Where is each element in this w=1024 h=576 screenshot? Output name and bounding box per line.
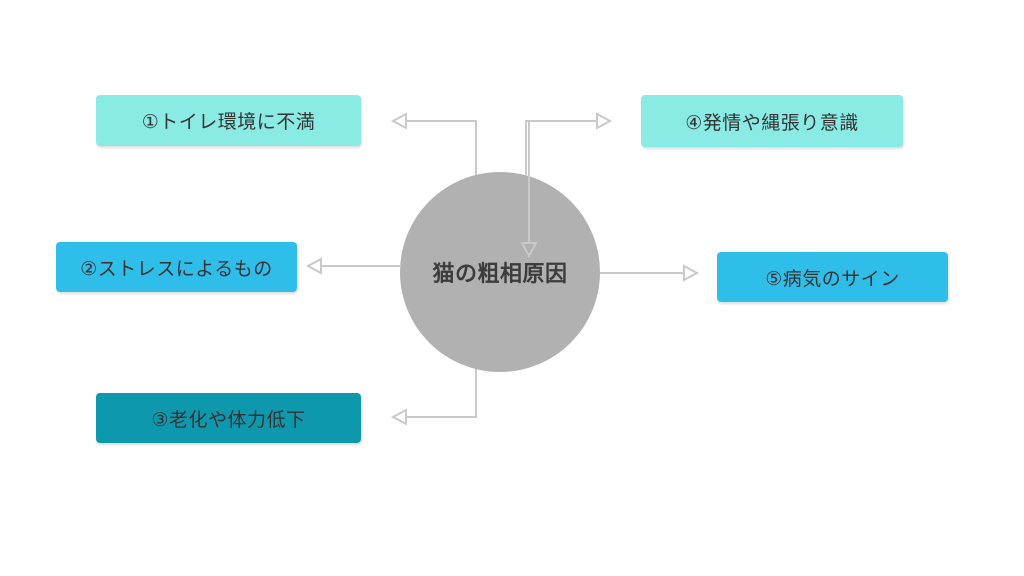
node-aging-weakness: ③老化や体力低下 bbox=[96, 393, 361, 443]
arrow-to-node-3 bbox=[390, 369, 477, 426]
node-illness-sign: ⑤病気のサイン bbox=[717, 252, 948, 302]
arrow-to-node-2 bbox=[305, 257, 401, 275]
node-label: ④発情や縄張り意識 bbox=[685, 112, 859, 134]
center-topic-label: 猫の粗相原因 bbox=[432, 261, 568, 286]
node-label: ①トイレ環境に不満 bbox=[141, 112, 316, 133]
node-estrus-territory: ④発情や縄張り意識 bbox=[641, 95, 903, 147]
node-label: ③老化や体力低下 bbox=[151, 409, 306, 431]
node-stress: ②ストレスによるもの bbox=[56, 242, 297, 292]
arrow-to-node-4 bbox=[525, 112, 613, 176]
center-topic-node: 猫の粗相原因 bbox=[400, 172, 600, 372]
node-toilet-complaint: ①トイレ環境に不満 bbox=[96, 95, 361, 146]
arrow-to-node-1 bbox=[390, 112, 477, 175]
node-label: ②ストレスによるもの bbox=[80, 258, 273, 280]
arrow-to-node-5 bbox=[600, 264, 700, 282]
node-label: ⑤病気のサイン bbox=[765, 268, 900, 290]
